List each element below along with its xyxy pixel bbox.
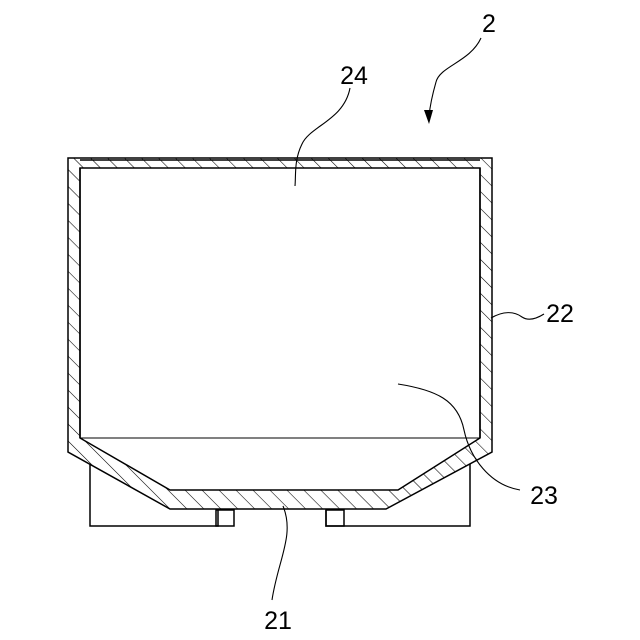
inner-surfaces (80, 160, 480, 438)
leader-line-23 (398, 384, 520, 490)
support-feet (216, 510, 344, 526)
label-21: 21 (264, 607, 292, 635)
label-23: 23 (530, 482, 558, 510)
label-22: 22 (546, 300, 574, 328)
container-wall-section (68, 158, 492, 509)
leader-line-24 (295, 88, 350, 186)
assembly-arrow (424, 38, 481, 124)
leader-line-22 (491, 313, 544, 320)
label-24: 24 (340, 62, 368, 90)
leader-line-21 (272, 506, 287, 600)
label-2: 2 (482, 10, 496, 38)
